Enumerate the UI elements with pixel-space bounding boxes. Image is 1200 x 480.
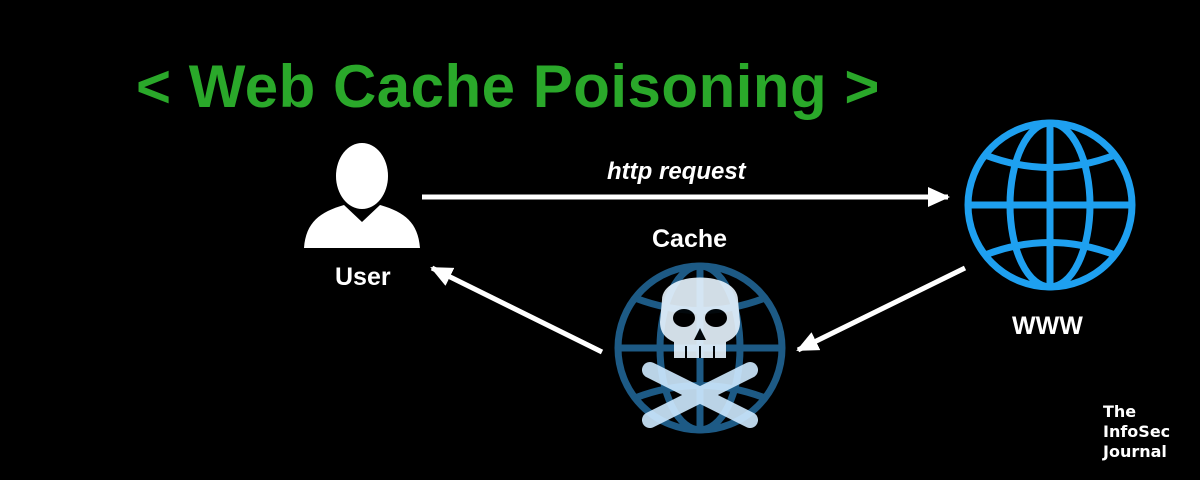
brand-line: Journal: [1103, 442, 1167, 461]
cache-label: Cache: [652, 225, 728, 253]
user-icon: [304, 143, 420, 248]
user-label: User: [335, 263, 391, 291]
response-arrow-to-cache: [796, 265, 967, 353]
brand-line: The: [1103, 402, 1137, 421]
www-globe-icon: [964, 119, 1136, 291]
brand-logo: The InfoSec Journal: [1103, 402, 1170, 462]
response-arrow-to-user: [430, 265, 604, 355]
skull-crossbones-icon: [642, 277, 758, 428]
www-label: WWW: [1012, 312, 1083, 340]
brand-line: InfoSec: [1103, 422, 1171, 441]
http-request-label: http request: [607, 158, 746, 185]
page-title: < Web Cache Poisoning >: [136, 53, 880, 120]
